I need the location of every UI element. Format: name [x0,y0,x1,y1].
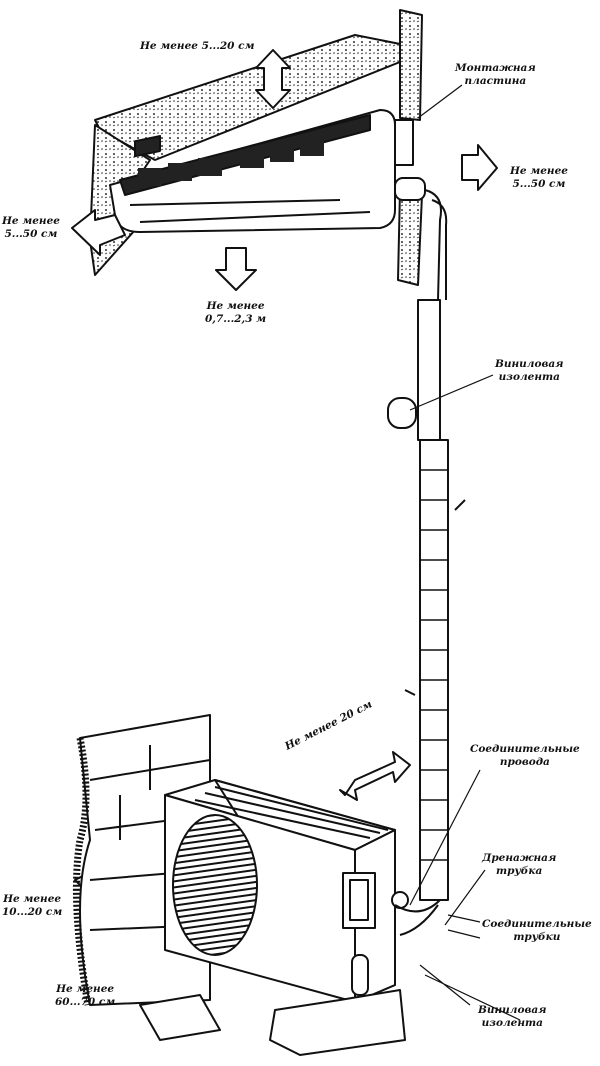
label-line: Не менее [510,165,568,177]
label-line: Не менее [2,215,60,227]
leader-lines [409,84,521,1021]
label-line: Не менее [206,300,265,312]
drain-tube-label: Дренажная трубка [482,852,556,878]
refrigerant-pipe-bundle [387,189,466,901]
connecting-tubes-label: Соединительные трубки [482,918,592,944]
label-line: 5...50 см [4,228,58,240]
right-clearance-label: Не менее 5...50 см [510,165,568,191]
label-line: трубка [496,865,543,877]
connecting-wires-label: Соединительные провода [470,743,580,769]
label-line: 5...50 см [512,178,566,190]
label-line: провода [499,756,550,768]
vinyl-tape-upper-label: Виниловая изолента [495,358,564,384]
label-line: Дренажная [482,852,557,864]
top-clearance-label: Не менее 5...20 см [140,40,255,52]
label-line: 0,7...2,3 м [205,313,267,325]
label-line: Соединительные [470,743,580,755]
label-line: трубки [513,931,561,943]
outdoor-unit [139,779,441,1056]
label-line: Не менее [3,893,62,905]
mounting-plate-label: Монтажная пластина [455,62,536,88]
indoor-unit [109,109,426,233]
label-line: пластина [464,75,527,87]
vinyl-tape-lower-label: Виниловая изолента [478,1004,547,1030]
label-line: изолента [481,1017,543,1029]
left-clearance-label: Не менее 5...50 см [2,215,60,241]
label-line: Соединительные [482,918,592,930]
label-line: 60...70 см [55,996,116,1008]
bottom-clearance-label: Не менее 0,7...2,3 м [205,300,266,326]
label-line: Виниловая [478,1004,547,1016]
front-clearance-label: Не менее 60...70 см [55,983,115,1009]
label-line: изолента [498,371,560,383]
label-line: 10...20 см [2,906,63,918]
wall-clearance-label: Не менее 10...20 см [2,893,62,919]
label-line: Не менее [56,983,115,995]
label-line: Виниловая [495,358,564,370]
label-line: Монтажная [455,62,536,74]
